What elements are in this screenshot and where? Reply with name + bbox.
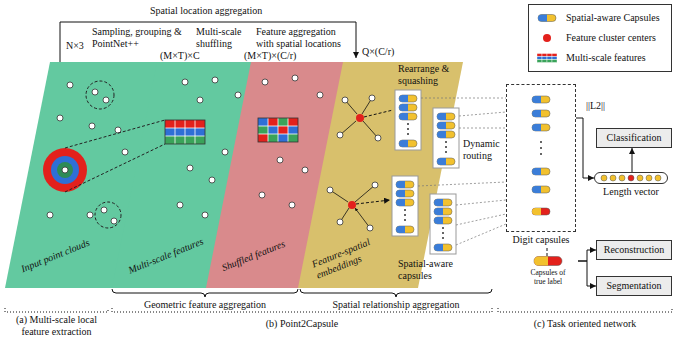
annotation: Dynamic routing <box>463 138 505 162</box>
connector <box>578 261 596 286</box>
label-wrap: (b) Point2Capsule <box>112 318 492 330</box>
node-text: Capsules of true label <box>527 268 569 286</box>
multi-scale-grid <box>165 77 241 218</box>
capsule-cards <box>392 90 459 254</box>
legend-swatch <box>532 51 562 65</box>
true-label-capsule: Capsules of true label <box>518 256 578 286</box>
label-wrap: (c) Task oriented network <box>498 318 672 330</box>
label-wrap: Spatial location aggregation <box>150 5 262 17</box>
label-wrap: (M×T)×(C/r) <box>244 50 296 62</box>
label-wrap: Spatial relationship aggregation <box>300 299 492 311</box>
annotation: (M×T)×C <box>160 50 200 62</box>
annotation: Q×(C/r) <box>362 46 394 58</box>
routing-lines <box>418 98 506 245</box>
skip-arrow <box>60 22 356 62</box>
cluster-embedding <box>327 95 393 231</box>
edge-label-wrap: ||L2|| <box>585 100 606 112</box>
legend-text: Multi-scale features <box>566 52 646 64</box>
annotation: (M×T)×(C/r) <box>244 50 296 62</box>
legend-text: Feature cluster centers <box>566 32 656 44</box>
legend-row: Multi-scale features <box>532 48 668 68</box>
label-wrap: Multi-scale shuffling <box>196 26 252 50</box>
node-text: Segmentation <box>601 280 667 292</box>
node-text: Classification <box>601 132 667 144</box>
length-vector: Length vector <box>594 172 668 198</box>
label-wrap: (M×T)×C <box>160 50 200 62</box>
connector <box>578 250 596 261</box>
annotation: Rearrange & squashing <box>398 63 460 87</box>
label-wrap: N×3 <box>66 40 84 52</box>
label-wrap: Spatial-aware capsules <box>398 258 462 282</box>
node-text: Length vector <box>594 186 668 198</box>
shuffled-grid <box>258 75 323 208</box>
digit-capsule-box: Digit capsules <box>506 84 576 246</box>
brace <box>300 289 492 297</box>
label-wrap: Q×(C/r) <box>362 46 394 58</box>
annotation: (c) Task oriented network <box>498 318 672 330</box>
annotation: (b) Point2Capsule <box>112 318 492 330</box>
legend-swatch <box>532 31 562 45</box>
digit-capsules <box>532 96 550 215</box>
annotation: Spatial location aggregation <box>150 5 262 17</box>
capsule-shape <box>518 256 578 266</box>
annotation: Geometric feature aggregation <box>112 299 298 311</box>
annotation: Multi-scale shuffling <box>196 26 252 50</box>
label-wrap: Feature aggregation with spatial locatio… <box>256 26 352 50</box>
legend-row: Feature cluster centers <box>532 28 668 48</box>
point-cloud <box>43 81 165 228</box>
connector <box>632 148 633 172</box>
label-wrap: Sampling, grouping & PointNet++ <box>92 26 190 50</box>
annotation: Spatial relationship aggregation <box>300 299 492 311</box>
annotation: Spatial-aware capsules <box>398 258 462 282</box>
edge-label: ||L2|| <box>585 100 606 112</box>
plane-fill <box>298 62 463 288</box>
label-wrap: (a) Multi-scale local feature extraction <box>5 314 108 338</box>
label-wrap: Rearrange & squashing <box>398 63 460 87</box>
task-box: Classification <box>596 128 672 148</box>
legend-text: Spatial-aware Capsules <box>566 12 660 24</box>
task-box: Segmentation <box>596 276 672 296</box>
node-text: Reconstruction <box>601 244 667 256</box>
annotation: Sampling, grouping & PointNet++ <box>92 26 190 50</box>
legend: Spatial-aware CapsulesFeature cluster ce… <box>528 4 672 72</box>
legend-row: Spatial-aware Capsules <box>532 8 668 28</box>
connector <box>576 118 594 178</box>
task-box: Reconstruction <box>596 240 672 260</box>
annotation: Feature aggregation with spatial locatio… <box>256 26 352 50</box>
label-wrap: Dynamic routing <box>463 138 505 162</box>
label-wrap: Geometric feature aggregation <box>112 299 298 311</box>
annotation: N×3 <box>66 40 84 52</box>
annotation: (a) Multi-scale local feature extraction <box>5 314 108 338</box>
vector-shape <box>594 172 668 184</box>
node-text: Digit capsules <box>506 234 576 246</box>
legend-swatch <box>532 11 562 25</box>
brace <box>112 289 298 297</box>
connector <box>547 248 548 256</box>
